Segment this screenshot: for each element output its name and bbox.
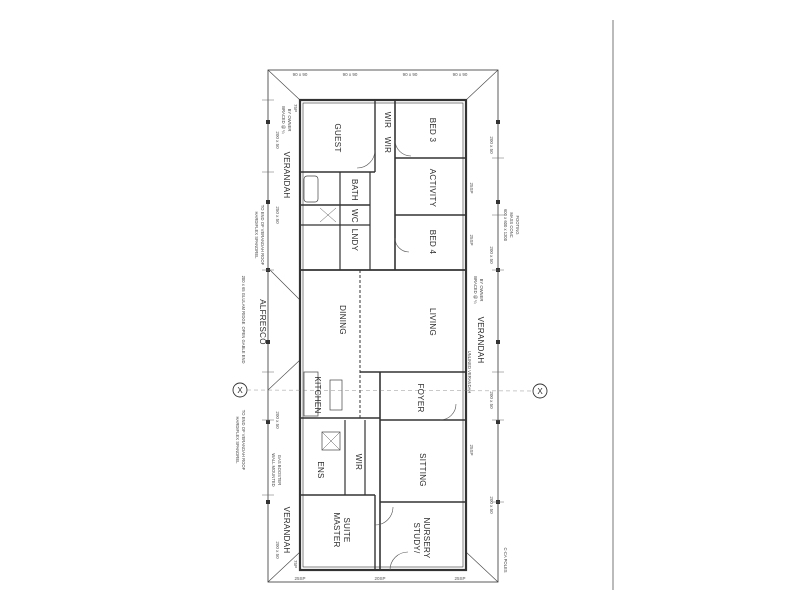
note-gas-pole-2: MASS CONC xyxy=(509,212,514,237)
room-label-master-2: SUITE xyxy=(342,517,351,542)
house-external-wall xyxy=(298,98,468,572)
note-gas-pole: 600 x 600 x 1200 xyxy=(503,209,508,242)
note-gas-pole-3: FOOTING xyxy=(515,215,520,234)
section-marker-left-label: X xyxy=(237,386,243,395)
gable-ridge-line xyxy=(267,267,301,301)
dim-left-2: 200 x 50 xyxy=(275,411,280,429)
note-gable-open: OPEN GABLE END xyxy=(241,326,246,363)
verandah-label-bottom: VERANDAH xyxy=(282,507,291,554)
room-label-wir-mid: WIR xyxy=(383,137,392,153)
room-label-living: LIVING xyxy=(428,308,437,336)
verandah-posts xyxy=(266,120,500,504)
verandah-label-right: VERANDAH xyxy=(476,317,485,364)
section-line xyxy=(246,389,534,392)
hip-line-tl xyxy=(267,69,301,101)
note-gable-top: 200 x 65 GLULAM RIDGE xyxy=(241,276,246,325)
room-label-master-1: MASTER xyxy=(332,512,341,547)
note-hardiflex-top-2: TO END OF VERANDAH ROOF xyxy=(260,205,265,266)
shower-cross-2 xyxy=(321,431,341,451)
room-label-dining: DINING xyxy=(338,305,347,335)
room-label-bed3: BED 3 xyxy=(428,118,437,143)
note-braced-top: BRACED @ ¼ xyxy=(281,106,286,134)
dim-top-left: 200 x 50 xyxy=(275,131,280,149)
section-marker-right-label: X xyxy=(537,387,543,396)
dim-top-4: 90 x 90 xyxy=(453,72,468,77)
dim-bottom-1: 25SP xyxy=(294,576,305,581)
note-hardiflex-top: HARDIFLEX SPANDREL xyxy=(254,212,259,260)
gable-ridge-line-2 xyxy=(267,359,301,391)
hip-line-tr xyxy=(465,69,499,101)
note-hardiflex-bottom: HARDIFLEX SPANDREL xyxy=(235,417,240,465)
room-label-wc: WC xyxy=(350,209,359,223)
dim-right-sp-2: 25SP xyxy=(469,234,474,245)
room-label-sitting: SITTING xyxy=(418,453,427,487)
house-external-wall-inner xyxy=(302,102,464,568)
dim-left-3: 200 x 50 xyxy=(275,541,280,559)
section-marker-left: X xyxy=(232,382,248,398)
note-unlined-verandah: UNLINED VERANDAH xyxy=(467,351,472,394)
room-label-study-2: NURSERY xyxy=(422,517,431,558)
shower-recess xyxy=(321,431,341,451)
room-label-kitchen: KITCHEN xyxy=(313,376,322,413)
door-swing-foyer xyxy=(439,403,457,421)
note-hardiflex-bottom-2: TO END OF VERANDAH ROOF xyxy=(241,410,246,471)
note-by-owner-right: BY OWNER xyxy=(479,279,484,302)
note-gas-booster-2: GAS BOOSTER xyxy=(277,455,282,485)
dim-right-sp-1: 25SP xyxy=(469,182,474,193)
room-label-activity: ACTIVITY xyxy=(428,169,437,208)
wc-cross-2 xyxy=(319,207,337,223)
room-label-foyer: FOYER xyxy=(416,383,425,412)
room-label-wir-top: WIR xyxy=(383,112,392,128)
dim-right-1: 200 x 50 xyxy=(489,136,494,154)
bath-tub xyxy=(303,175,319,203)
verandah-label-top: VERANDAH xyxy=(282,152,291,199)
door-swing-bed3 xyxy=(394,139,412,157)
kitchen-bench xyxy=(303,371,319,417)
room-label-bath: BATH xyxy=(350,179,359,201)
section-marker-right: X xyxy=(532,383,548,399)
room-label-guest: GUEST xyxy=(333,123,342,152)
hip-line-br xyxy=(465,551,499,583)
dim-right-4: 200 x 50 xyxy=(489,496,494,514)
dim-left-1: 250 x 50 xyxy=(275,206,280,224)
dim-top-1: 90 x 90 xyxy=(293,72,308,77)
dim-top-3: 90 x 90 xyxy=(403,72,418,77)
hip-line-bl xyxy=(267,551,301,583)
door-swing-guest xyxy=(356,149,376,169)
dim-top-2: 90 x 90 xyxy=(343,72,358,77)
kitchen-island xyxy=(329,379,343,411)
door-swing-master xyxy=(374,506,394,526)
dim-bottom-2: 20SP xyxy=(374,576,385,581)
room-label-wir-bottom: WIR xyxy=(354,454,363,470)
dim-bottom-3: 25SP xyxy=(454,576,465,581)
room-label-study-1: STUDY/ xyxy=(412,522,421,554)
edge-ticks xyxy=(262,99,504,503)
note-braced-right: BRACED @ ¼ xyxy=(473,276,478,304)
note-c-pole: C-CA POLES xyxy=(503,547,508,572)
room-label-alfresco: ALFRESCO xyxy=(258,299,267,345)
room-label-lndy: LNDY xyxy=(350,229,359,252)
room-label-ens: ENS xyxy=(316,461,325,478)
note-by-owner-top: BY OWNER xyxy=(287,109,292,132)
dim-right-sp-3: 25SP xyxy=(469,444,474,455)
room-label-bed4: BED 4 xyxy=(428,230,437,255)
note-gas-booster: WALL MOUNTED xyxy=(271,453,276,486)
dim-75p-1: 75P xyxy=(293,104,298,112)
roof-outline xyxy=(267,69,499,583)
dim-right-2: 200 x 50 xyxy=(489,246,494,264)
dim-right-3: 200 x 50 xyxy=(489,391,494,409)
dim-75p-2: 75P xyxy=(293,560,298,568)
door-swing-bed4 xyxy=(394,237,410,253)
door-swing-study xyxy=(389,551,409,571)
